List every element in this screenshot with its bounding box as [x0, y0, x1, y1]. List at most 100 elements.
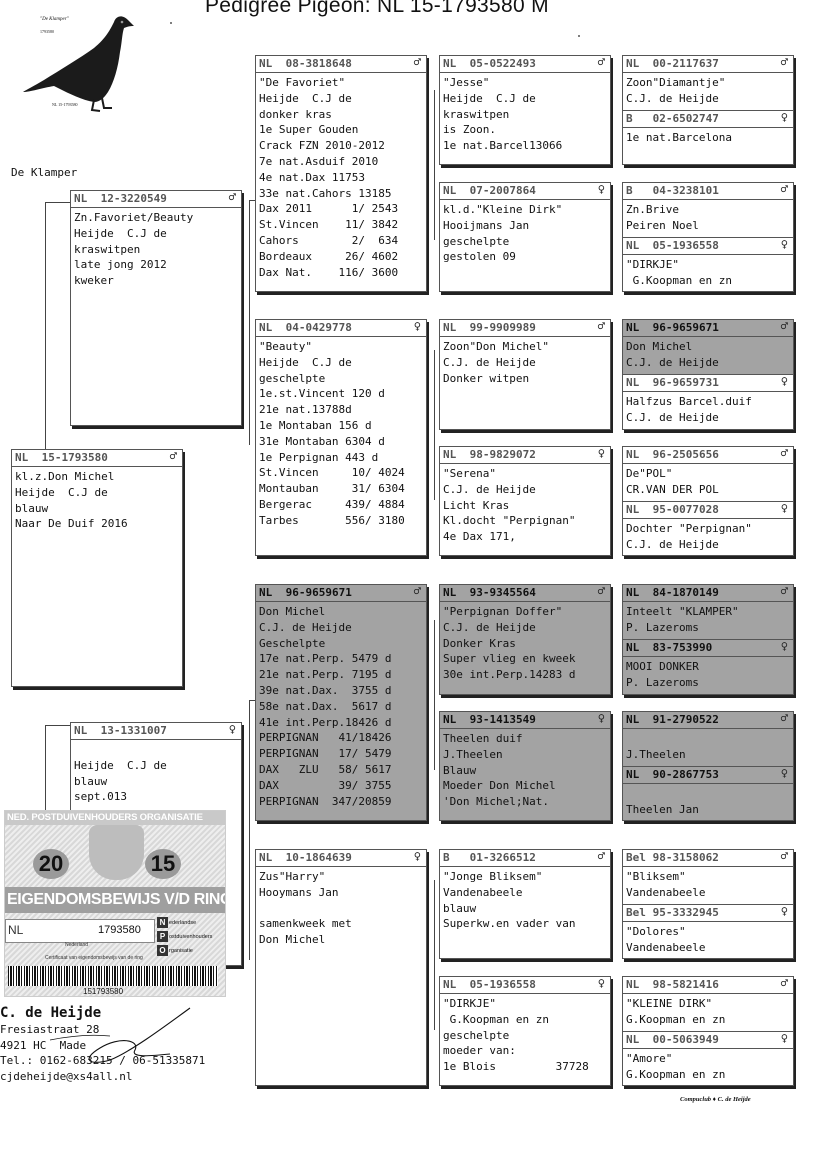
- pigeon-card-fff[interactable]: NL 05-0522493♂ "Jesse" Heijde C.J de kra…: [439, 55, 611, 165]
- ring-header: NL 98-5821416♂: [623, 976, 793, 994]
- male-icon: ♂: [597, 584, 605, 598]
- male-icon: ♂: [780, 711, 788, 725]
- ring-header: NL 98-9829072♀: [440, 446, 610, 464]
- pigeon-details: Zn.Brive Peiren Noel: [626, 203, 699, 232]
- pigeon-pair-card-8[interactable]: NL 98-5821416♂ "KLEINE DIRK" G.Koopman e…: [622, 976, 794, 1086]
- connector: [45, 202, 70, 203]
- connector: [45, 725, 70, 726]
- female-icon: ♀: [780, 639, 788, 653]
- connector: [249, 200, 250, 445]
- ring-header: NL 83-753990♀: [623, 639, 793, 657]
- ring-header: NL 00-5063949♀: [623, 1031, 793, 1049]
- male-icon: ♂: [597, 849, 605, 863]
- owner-email: cjdeheijde@xs4all.nl: [0, 1069, 133, 1083]
- pigeon-details: MOOI DONKER P. Lazeroms: [626, 660, 699, 689]
- female-icon: ♀: [597, 182, 605, 196]
- pigeon-card-mmm[interactable]: NL 05-1936558♀ "DIRKJE" G.Koopman en zn …: [439, 976, 611, 1086]
- ring-header: NL 13-1331007♀: [71, 722, 241, 740]
- pigeon-details: "Serena" C.J. de Heijde Licht Kras Kl.do…: [443, 467, 576, 544]
- certificate-note: Nederland: [65, 942, 89, 948]
- pigeon-card-mmf[interactable]: B 01-3266512♂ "Jonge Bliksem" Vandenabee…: [439, 849, 611, 959]
- pigeon-details: Halfzus Barcel.duif C.J. de Heijde: [626, 395, 752, 424]
- pigeon-details: Heijde C.J de blauw sept.013: [74, 758, 167, 804]
- pigeon-card-mfm[interactable]: NL 93-1413549♀ Theelen duif J.Theelen Bl…: [439, 711, 611, 821]
- connector: [434, 620, 435, 770]
- pigeon-name: De Klamper: [11, 166, 78, 179]
- ring-header: B 02-6502747♀: [623, 110, 793, 128]
- pigeon-details: Theelen duif J.Theelen Blauw Moeder Don …: [443, 732, 556, 809]
- male-icon: ♂: [597, 55, 605, 69]
- signature: [49, 1007, 191, 1063]
- pigeon-details: "Amore" G.Koopman en zn: [626, 1052, 726, 1081]
- pigeon-details: Inteelt "KLAMPER" P. Lazeroms: [626, 605, 739, 634]
- photo-caption-2: 1793580: [40, 29, 54, 34]
- pigeon-pair-card-6[interactable]: NL 91-2790522♂ J.Theelen NL 90-2867753♀ …: [622, 711, 794, 821]
- pigeon-pair-card-7[interactable]: Bel 98-3158062♂ "Bliksem" Vandenabeele B…: [622, 849, 794, 959]
- connector: [434, 350, 435, 500]
- pigeon-card-mff[interactable]: NL 93-9345564♂ "Perpignan Doffer" C.J. d…: [439, 584, 611, 695]
- ring-header: NL 95-0077028♀: [623, 501, 793, 519]
- photo-ring: NL 15-1793580: [52, 102, 78, 107]
- female-icon: ♀: [597, 446, 605, 460]
- certificate-org: NED. POSTDUIVENHOUDERS ORGANISATIE: [7, 812, 203, 823]
- owner-street: Fresiastraat 28: [0, 1023, 100, 1036]
- pigeon-details: "DIRKJE" G.Koopman en zn: [626, 258, 732, 287]
- pigeon-card-fmf[interactable]: NL 99-9909989♂ Zoon"Don Michel" C.J. de …: [439, 319, 611, 430]
- ring-header: NL 93-1413549♀: [440, 711, 610, 729]
- owner-phone: Tel.: 0162-683215 / 06-51335871: [0, 1054, 206, 1067]
- ring-header: NL 84-1870149♂: [623, 584, 793, 602]
- ring-header: NL 96-9659731♀: [623, 374, 793, 392]
- pigeon-pair-card-1[interactable]: NL 00-2117637♂ Zoon"Diamantje" C.J. de H…: [622, 55, 794, 165]
- certificate-year-left: 20: [33, 849, 69, 879]
- ring-header: NL 93-9345564♂: [440, 584, 610, 602]
- ring-header: NL 04-0429778♀: [256, 319, 426, 337]
- pigeon-details: "Dolores" Vandenabeele: [626, 925, 706, 954]
- pigeon-card-mf[interactable]: NL 96-9659671♂ Don Michel C.J. de Heijde…: [255, 584, 427, 821]
- pigeon-details: kl.d."Kleine Dirk" Hooijmans Jan geschel…: [443, 203, 563, 264]
- pigeon-card-fm[interactable]: NL 04-0429778♀ "Beauty" Heijde C.J de ge…: [255, 319, 427, 556]
- lion-shield-icon: [89, 825, 144, 880]
- pigeon-details: "Jesse" Heijde C.J de kraswitpen is Zoon…: [443, 76, 563, 153]
- certificate-note: Certificaat van eigendomsbewijs van de r…: [45, 955, 143, 961]
- male-icon: ♂: [780, 584, 788, 598]
- pigeon-card-mm[interactable]: NL 10-1864639♀ Zus"Harry" Hooymans Jan s…: [255, 849, 427, 1086]
- ring-header: NL 96-9659671♂: [623, 319, 793, 337]
- pigeon-details: "DIRKJE" G.Koopman en zn geschelpte moed…: [443, 997, 589, 1074]
- pigeon-details: Zus"Harry" Hooymans Jan samenkweek met D…: [259, 870, 352, 947]
- male-icon: ♂: [780, 55, 788, 69]
- pigeon-card-subject[interactable]: NL 15-1793580♂ kl.z.Don Michel Heijde C.…: [11, 449, 183, 687]
- page-title: Pedigree Pigeon: NL 15-1793580 M: [205, 0, 549, 17]
- owner-city: 4921 HC Made: [0, 1038, 87, 1052]
- ring-header: NL 12-3220549♂: [71, 190, 241, 208]
- male-icon: ♂: [780, 446, 788, 460]
- ring-header: Bel 98-3158062♂: [623, 849, 793, 867]
- ring-header: NL 91-2790522♂: [623, 711, 793, 729]
- pigeon-details: J.Theelen: [626, 747, 686, 761]
- pigeon-pair-card-3[interactable]: NL 96-9659671♂ Don Michel C.J. de Heijde…: [622, 319, 794, 430]
- pigeon-details: De"POL" CR.VAN DER POL: [626, 467, 719, 496]
- connector: [249, 700, 256, 701]
- pigeon-details: Theelen Jan: [626, 802, 699, 816]
- pigeon-pair-card-4[interactable]: NL 96-2505656♂ De"POL" CR.VAN DER POL NL…: [622, 446, 794, 556]
- female-icon: ♀: [597, 711, 605, 725]
- pigeon-details: Zn.Favoriet/Beauty Heijde C.J de kraswit…: [74, 211, 194, 288]
- footer-credit: Compuclub ♦ C. de Heijde: [680, 1096, 751, 1103]
- pigeon-card-fmm[interactable]: NL 98-9829072♀ "Serena" C.J. de Heijde L…: [439, 446, 611, 556]
- female-icon: ♀: [413, 849, 421, 863]
- pigeon-card-father[interactable]: NL 12-3220549♂ Zn.Favoriet/Beauty Heijde…: [70, 190, 242, 426]
- pigeon-details: kl.z.Don Michel Heijde C.J de blauw Naar…: [15, 470, 128, 531]
- pigeon-details: Dochter "Perpignan" C.J. de Heijde: [626, 522, 752, 551]
- speck: [578, 35, 580, 37]
- ring-header: NL 90-2867753♀: [623, 766, 793, 784]
- pigeon-pair-card-5[interactable]: NL 84-1870149♂ Inteelt "KLAMPER" P. Laze…: [622, 584, 794, 695]
- female-icon: ♀: [597, 976, 605, 990]
- pigeon-details: "Jonge Bliksem" Vandenabeele blauw Super…: [443, 870, 576, 931]
- photo-caption: "De Klamper": [40, 17, 69, 22]
- certificate-country: NL: [8, 923, 24, 937]
- ring-header: NL 96-9659671♂: [256, 584, 426, 602]
- pigeon-pair-card-2[interactable]: B 04-3238101♂ Zn.Brive Peiren Noel NL 05…: [622, 182, 794, 292]
- pigeon-card-ff[interactable]: NL 08-3818648♂ "De Favoriet" Heijde C.J …: [255, 55, 427, 292]
- pigeon-card-ffm[interactable]: NL 07-2007864♀ kl.d."Kleine Dirk" Hooijm…: [439, 182, 611, 292]
